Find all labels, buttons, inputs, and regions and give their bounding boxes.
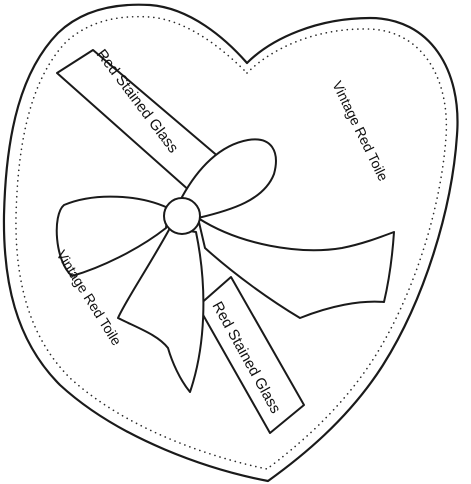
bow-knot	[164, 198, 200, 234]
